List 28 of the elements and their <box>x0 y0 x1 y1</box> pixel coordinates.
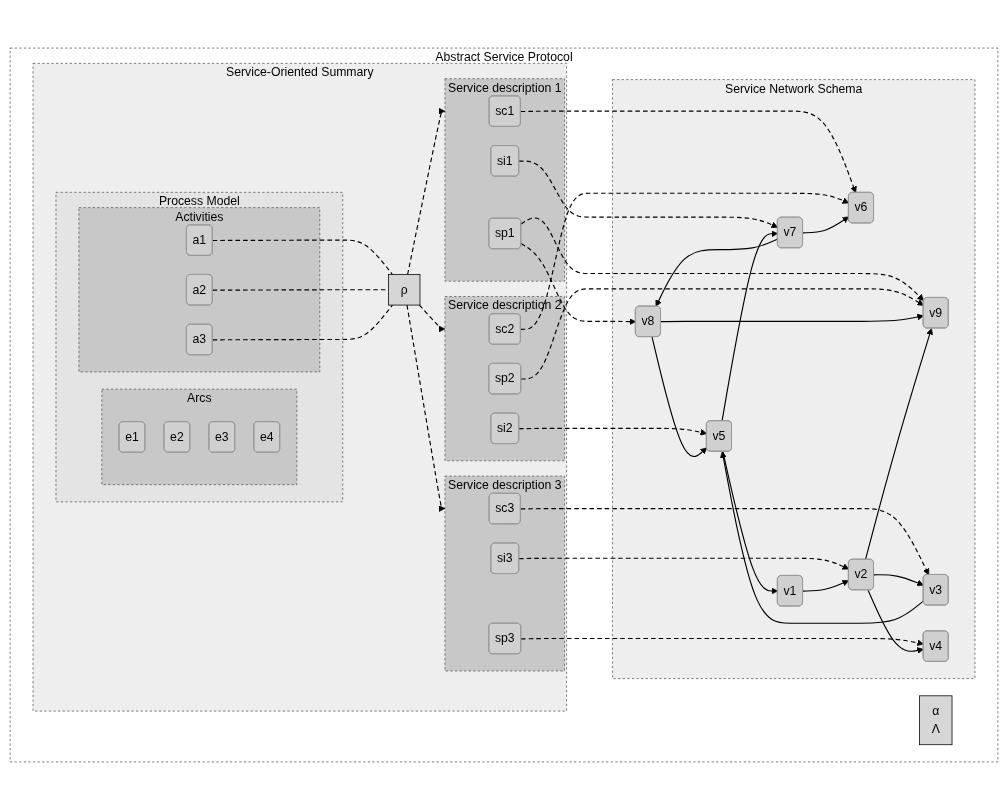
arrow <box>518 557 850 570</box>
arrow <box>520 507 930 575</box>
arrow <box>520 637 924 646</box>
arrow <box>802 216 850 233</box>
arrow <box>518 160 779 228</box>
arrow <box>720 450 925 624</box>
arrow <box>406 304 446 512</box>
arrow <box>518 427 708 436</box>
node-box: ρ <box>388 273 421 305</box>
arrow <box>721 229 779 422</box>
arrow <box>722 450 779 594</box>
arrow <box>520 242 637 325</box>
arrow <box>864 327 933 560</box>
arrow <box>651 335 708 457</box>
connector <box>212 239 393 275</box>
arrow <box>660 313 924 322</box>
arrow <box>418 304 446 332</box>
arrow <box>520 192 850 330</box>
arrow <box>520 110 857 193</box>
arrow <box>867 589 924 654</box>
arrow <box>407 107 446 275</box>
connector <box>212 304 393 340</box>
arrow <box>873 573 924 586</box>
arrow <box>520 287 924 380</box>
arrow <box>520 216 924 301</box>
arrow <box>802 579 850 592</box>
node-box: α Λ <box>919 694 953 745</box>
arrow <box>655 237 779 307</box>
